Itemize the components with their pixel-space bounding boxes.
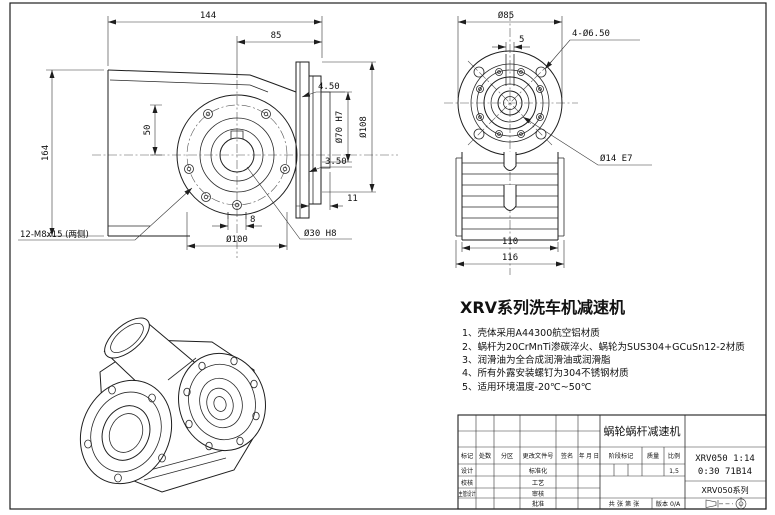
scale-value: 1,5 <box>669 468 679 475</box>
dim-14e7: Ø14 E7 <box>600 153 633 164</box>
row-chief: 主管设计 <box>459 490 476 498</box>
row-approve: 批准 <box>532 500 544 508</box>
dim-5: 5 <box>519 35 524 45</box>
row-design: 设计 <box>461 467 473 475</box>
dim-116: 116 <box>502 253 518 263</box>
row-audit: 审核 <box>532 490 544 498</box>
notes-title: XRV系列洗车机减速机 <box>460 298 625 317</box>
projection-symbol-icon <box>705 497 747 510</box>
note-line-2: 2、蜗杆为20CrMnTi渗碳淬火、蜗轮为SUS304+GCuSn12-2材质 <box>462 341 745 353</box>
side-screw-holes <box>476 68 544 138</box>
dim-50: 50 <box>143 125 153 136</box>
th-date: 年 月 日 <box>579 452 599 460</box>
iso-output-bolt-holes <box>84 385 166 483</box>
side-view: Ø85 5 4-Ø6.50 Ø14 E7 110 116 <box>444 10 652 275</box>
dim-holes: 4-Ø6.50 <box>572 28 610 39</box>
row-process: 工艺 <box>532 479 544 487</box>
dim-164: 164 <box>41 145 51 161</box>
note-line-1: 1、壳体采用A44300航空铝材质 <box>462 327 600 339</box>
notes-block: XRV系列洗车机减速机 1、壳体采用A44300航空铝材质 2、蜗杆为20CrM… <box>460 298 745 393</box>
row-check: 校核 <box>461 479 473 487</box>
front-bolt-holes <box>184 109 290 210</box>
front-view: 144 85 164 50 4.50 Ø70 H7 Ø108 3.50 11 <box>18 11 398 258</box>
dim-11: 11 <box>347 194 358 204</box>
dim-30h8: Ø30 H8 <box>304 228 337 239</box>
model-code-line2: 0:30 71B14 <box>698 467 752 477</box>
dim-144: 144 <box>200 11 216 21</box>
th-mass: 质量 <box>647 452 659 460</box>
dim-d85: Ø85 <box>498 10 514 21</box>
dim-3.50: 3.50 <box>325 157 347 167</box>
side-corner-holes <box>473 66 547 140</box>
row-std: 标准化 <box>529 467 548 475</box>
th-stage-mark: 阶段标记 <box>609 452 634 460</box>
sheet-info: 共 张 第 张 <box>609 500 640 508</box>
note-line-3: 3、润滑油为全合成润滑油或润滑脂 <box>462 354 611 366</box>
dim-110: 110 <box>502 237 518 247</box>
dim-70h7: Ø70 H7 <box>334 111 345 144</box>
version: 版本 0/A <box>656 500 681 508</box>
front-bolt-note: 12-M8x15 (两侧) <box>20 229 89 240</box>
th-scale: 比例 <box>668 452 680 460</box>
th-mark: 标记 <box>461 452 473 460</box>
title-block: 标记 处数 分区 更改文件号 签名 年 月 日 设计 标准化 校核 工艺 主管设… <box>457 414 767 510</box>
part-name: 蜗轮蜗杆减速机 <box>604 424 681 438</box>
series-name: XRV050系列 <box>701 485 748 495</box>
note-line-4: 4、所有外露安装螺钉为304不锈钢材质 <box>462 367 629 379</box>
model-code-line1: XRV050 1:14 <box>695 454 755 464</box>
dim-108: Ø108 <box>358 116 369 138</box>
th-sign: 签名 <box>561 452 573 460</box>
iso-input-bolt-holes <box>183 356 260 451</box>
note-line-5: 5、适用环境温度-20℃~50℃ <box>462 381 592 393</box>
dim-4.50: 4.50 <box>318 82 340 92</box>
dim-8: 8 <box>250 215 255 225</box>
th-doc: 更改文件号 <box>523 452 554 460</box>
dim-85: 85 <box>271 31 282 41</box>
th-zone: 分区 <box>501 452 513 460</box>
isometric-view <box>79 317 266 493</box>
dim-100: Ø100 <box>226 234 248 245</box>
sheet-frame <box>9 2 767 510</box>
th-count: 处数 <box>479 452 492 460</box>
